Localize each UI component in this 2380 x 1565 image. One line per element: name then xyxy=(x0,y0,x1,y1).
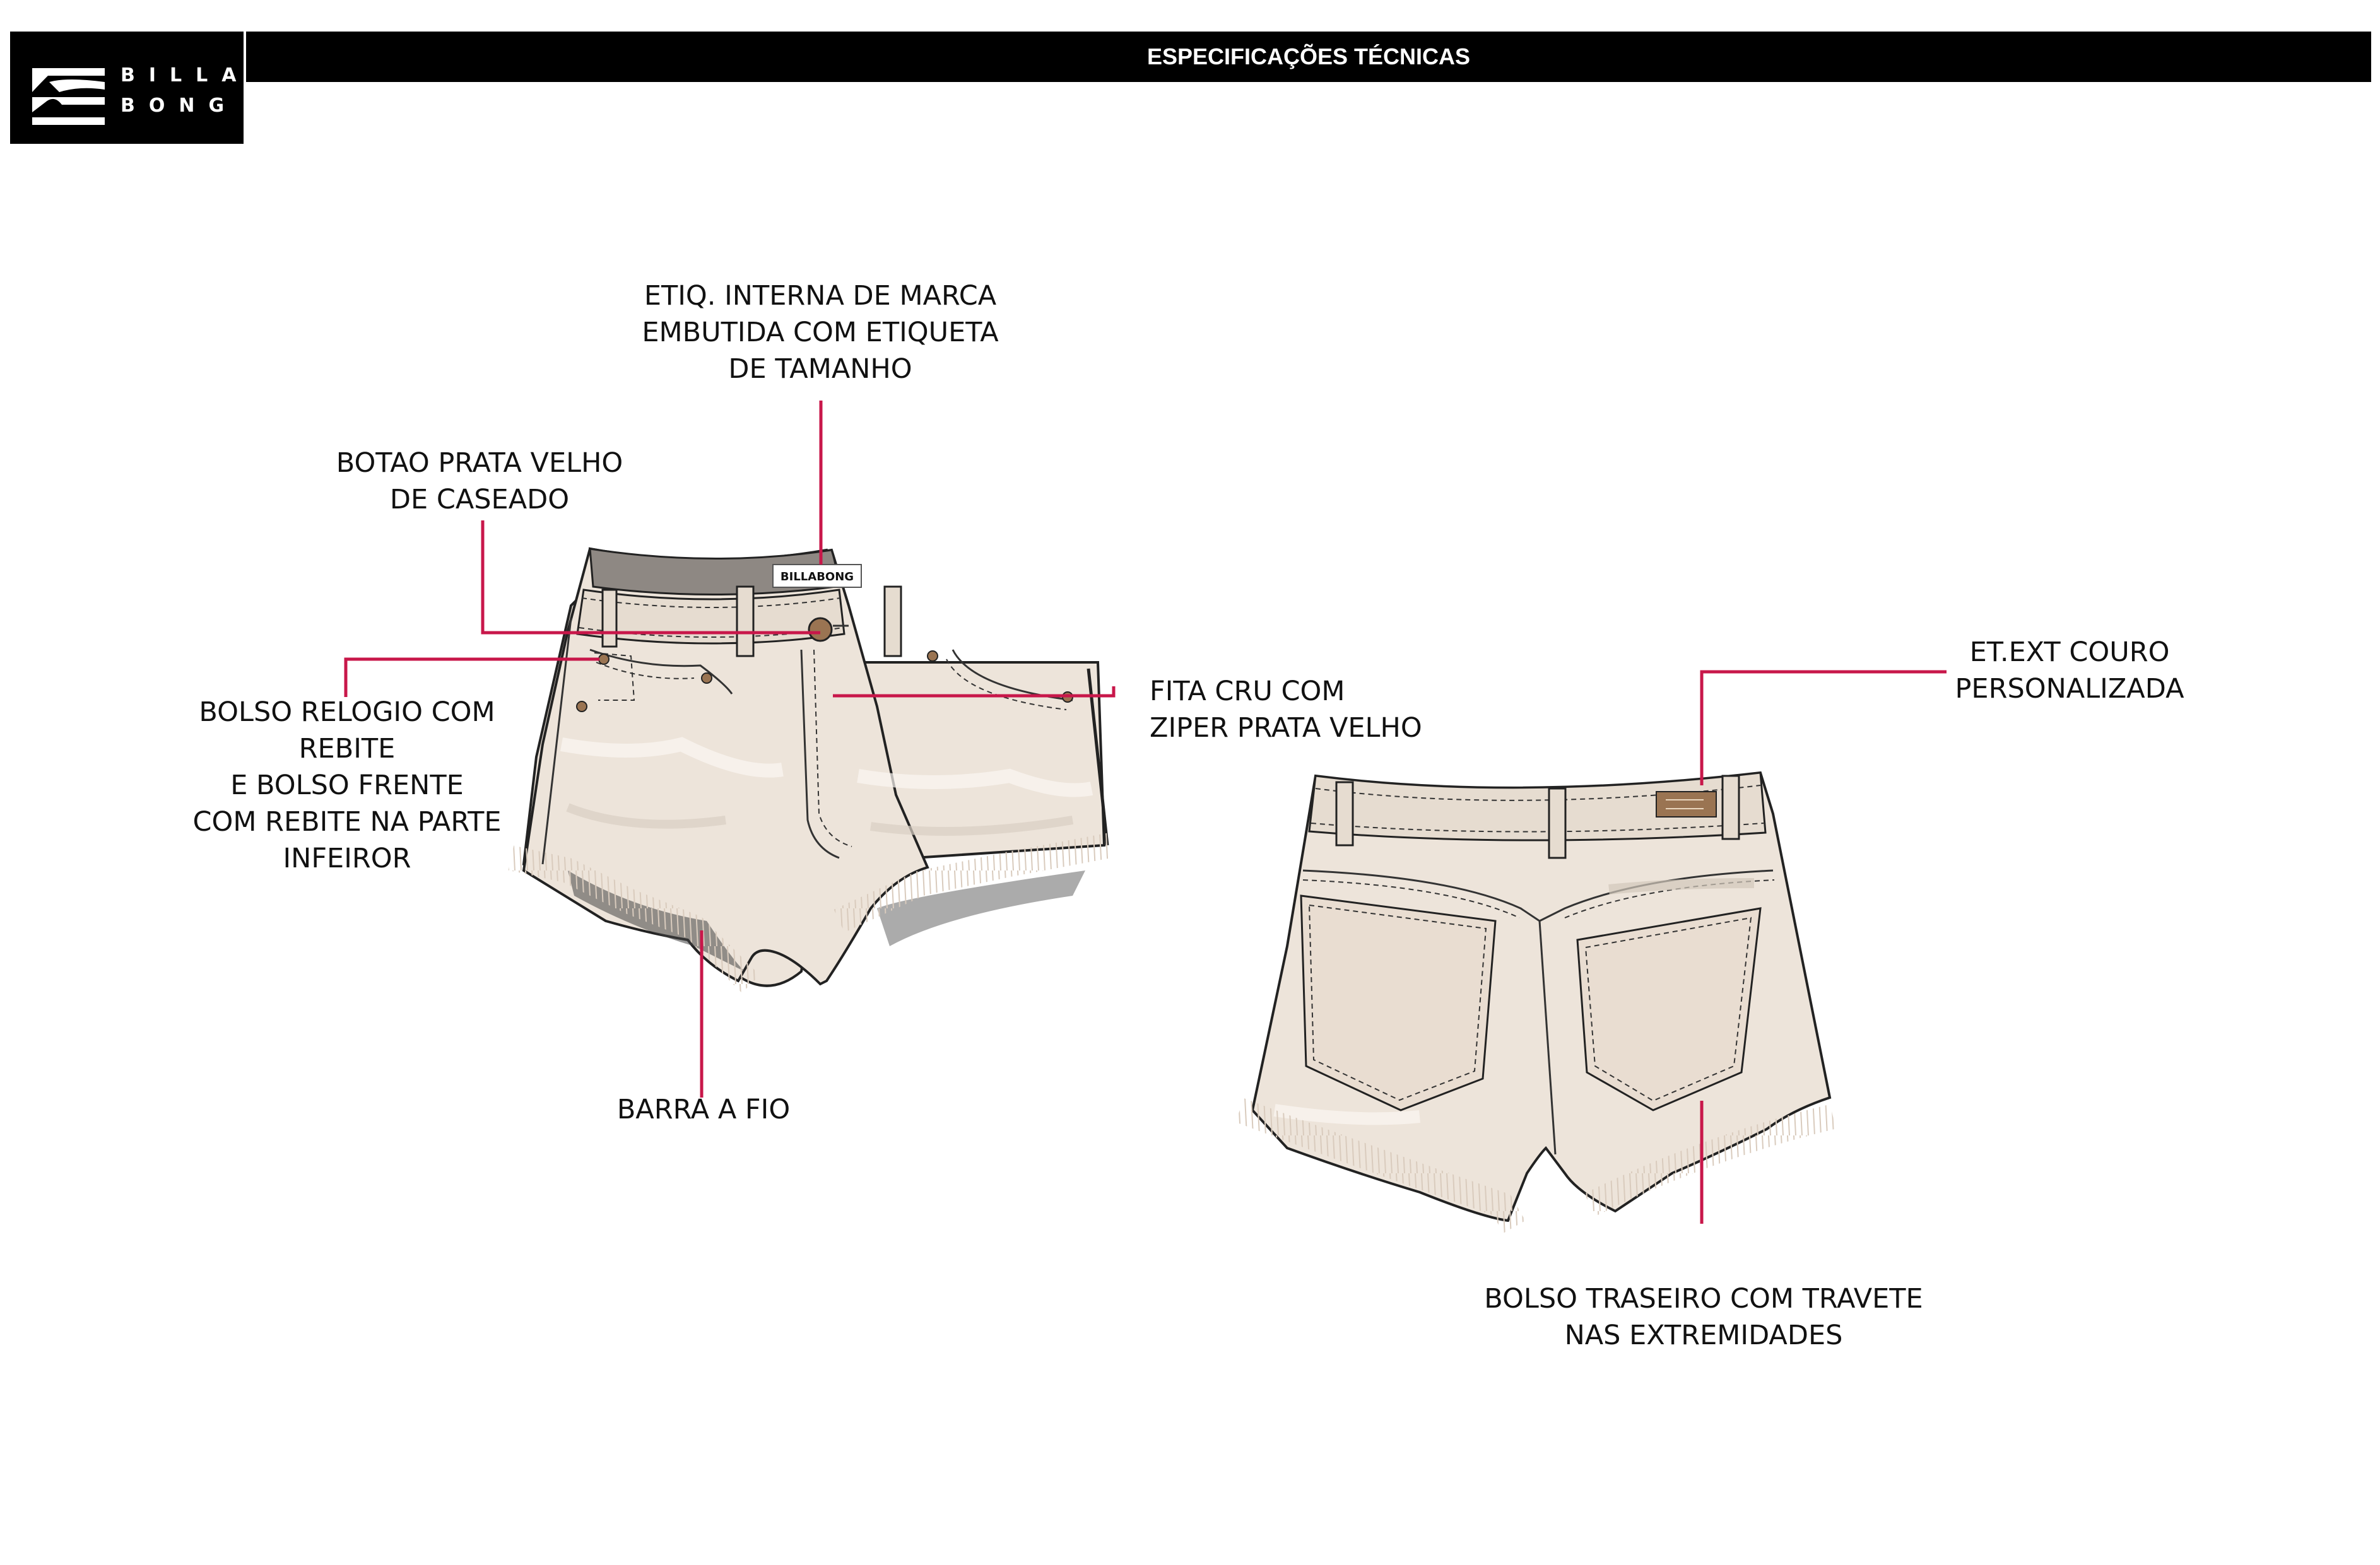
inner-tag-text: BILLABONG xyxy=(781,570,854,583)
label-barra: BARRA A FIO xyxy=(616,1094,791,1125)
brand-line1: BILLA xyxy=(121,64,250,86)
label-fita: FITA CRU COM ZIPER PRATA VELHO xyxy=(1150,676,1422,744)
brand-line2: BONG xyxy=(121,95,239,117)
wave-logo-icon xyxy=(32,68,105,125)
label-etiq-interna: ETIQ. INTERNA DE MARCA EMBUTIDA COM ETIQ… xyxy=(642,280,999,385)
label-et-ext: ET.EXT COURO PERSONALIZADA xyxy=(1955,636,2184,705)
label-botao: BOTAO PRATA VELHO DE CASEADO xyxy=(336,447,623,515)
billabong-logo: BILLA BONG xyxy=(10,32,244,144)
callout-lines xyxy=(344,401,1947,1224)
page-title: ESPECIFICAÇÕES TÉCNICAS xyxy=(246,32,2371,82)
label-bolso-relogio: BOLSO RELOGIO COM REBITE E BOLSO FRENTE … xyxy=(192,696,502,874)
label-bolso-traseiro: BOLSO TRASEIRO COM TRAVETE NAS EXTREMIDA… xyxy=(1484,1283,1923,1351)
front-shorts: BILLABONG xyxy=(508,547,1113,994)
back-shorts xyxy=(1235,771,1836,1233)
